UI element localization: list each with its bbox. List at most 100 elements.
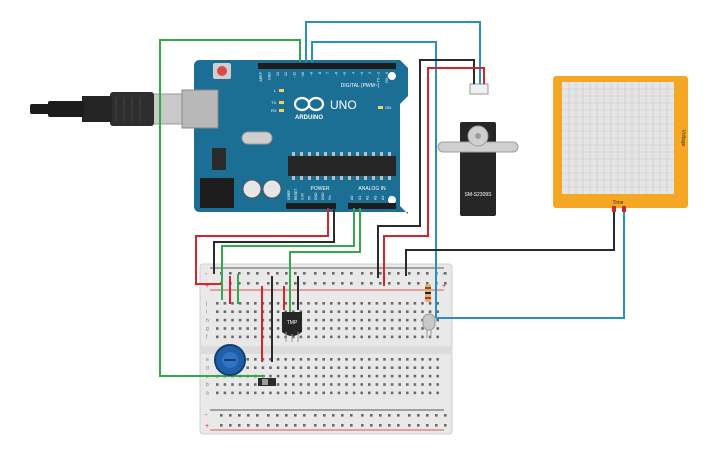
voltage-time-plotter[interactable]: Time Voltage: [553, 76, 688, 212]
analog-header[interactable]: [348, 203, 396, 209]
breadboard-hole[interactable]: [406, 391, 409, 395]
breadboard-hole[interactable]: [398, 302, 401, 305]
breadboard-hole[interactable]: [428, 383, 432, 386]
breadboard-hole[interactable]: [390, 366, 394, 369]
rail-hole[interactable]: [323, 424, 326, 427]
breadboard-hole[interactable]: [322, 310, 325, 313]
breadboard-hole[interactable]: [352, 310, 356, 313]
breadboard-hole[interactable]: [337, 335, 341, 339]
breadboard-hole[interactable]: [246, 358, 249, 361]
breadboard-hole[interactable]: [330, 383, 333, 386]
breadboard-hole[interactable]: [299, 374, 303, 378]
rail-hole[interactable]: [303, 414, 306, 417]
breadboard-hole[interactable]: [261, 391, 265, 395]
breadboard-hole[interactable]: [390, 327, 394, 330]
breadboard-hole[interactable]: [246, 383, 249, 386]
rail-hole[interactable]: [247, 282, 250, 285]
breadboard-hole[interactable]: [406, 366, 409, 369]
breadboard-hole[interactable]: [368, 391, 371, 395]
breadboard-hole[interactable]: [428, 374, 432, 378]
breadboard-hole[interactable]: [292, 383, 295, 386]
breadboard-hole[interactable]: [276, 335, 280, 339]
breadboard-hole[interactable]: [428, 302, 432, 305]
breadboard-hole[interactable]: [261, 366, 265, 369]
breadboard-hole[interactable]: [299, 366, 303, 369]
breadboard-hole[interactable]: [368, 318, 371, 322]
rail-hole[interactable]: [332, 282, 335, 285]
rail-hole[interactable]: [276, 282, 279, 285]
breadboard-hole[interactable]: [299, 335, 303, 339]
breadboard-hole[interactable]: [383, 318, 386, 322]
breadboard-hole[interactable]: [345, 366, 348, 369]
breadboard-hole[interactable]: [284, 383, 287, 386]
rail-hole[interactable]: [247, 272, 250, 275]
breadboard-hole[interactable]: [406, 383, 409, 386]
potentiometer[interactable]: [214, 344, 246, 376]
breadboard-hole[interactable]: [375, 302, 379, 305]
breadboard-hole[interactable]: [254, 302, 257, 305]
rail-hole[interactable]: [397, 414, 400, 417]
rail-hole[interactable]: [388, 282, 391, 285]
breadboard-hole[interactable]: [337, 302, 341, 305]
rail-hole[interactable]: [379, 414, 382, 417]
rail-hole[interactable]: [341, 414, 344, 417]
breadboard-hole[interactable]: [406, 310, 409, 313]
breadboard-hole[interactable]: [352, 327, 356, 330]
breadboard-hole[interactable]: [360, 335, 363, 339]
breadboard-hole[interactable]: [398, 335, 401, 339]
breadboard-hole[interactable]: [292, 358, 295, 361]
rail-hole[interactable]: [350, 282, 353, 285]
breadboard-hole[interactable]: [223, 391, 227, 395]
breadboard-hole[interactable]: [246, 335, 249, 339]
breadboard-hole[interactable]: [383, 374, 386, 378]
rail-hole[interactable]: [267, 282, 270, 285]
rail-hole[interactable]: [276, 414, 279, 417]
breadboard-hole[interactable]: [284, 374, 287, 378]
breadboard-hole[interactable]: [413, 318, 417, 322]
rail-hole[interactable]: [247, 424, 250, 427]
breadboard-hole[interactable]: [360, 318, 363, 322]
rail-hole[interactable]: [370, 272, 373, 275]
breadboard-hole[interactable]: [428, 335, 432, 339]
breadboard-hole[interactable]: [352, 391, 356, 395]
breadboard-hole[interactable]: [352, 318, 356, 322]
rail-hole[interactable]: [314, 282, 317, 285]
breadboard-hole[interactable]: [345, 310, 348, 313]
breadboard-hole[interactable]: [406, 302, 409, 305]
breadboard-hole[interactable]: [269, 327, 272, 330]
breadboard-hole[interactable]: [322, 302, 325, 305]
breadboard-hole[interactable]: [307, 383, 310, 386]
rail-hole[interactable]: [417, 424, 420, 427]
breadboard-hole[interactable]: [231, 327, 234, 330]
breadboard-hole[interactable]: [345, 327, 348, 330]
breadboard-hole[interactable]: [307, 302, 310, 305]
breadboard-hole[interactable]: [383, 327, 386, 330]
breadboard-hole[interactable]: [383, 302, 386, 305]
rail-hole[interactable]: [408, 272, 411, 275]
breadboard-hole[interactable]: [337, 366, 341, 369]
breadboard-hole[interactable]: [406, 318, 409, 322]
breadboard-hole[interactable]: [223, 335, 227, 339]
rail-hole[interactable]: [408, 424, 411, 427]
breadboard-hole[interactable]: [299, 358, 303, 361]
breadboard-hole[interactable]: [269, 335, 272, 339]
breadboard-hole[interactable]: [345, 358, 348, 361]
rail-hole[interactable]: [238, 424, 241, 427]
breadboard-hole[interactable]: [231, 383, 234, 386]
breadboard-hole[interactable]: [292, 335, 295, 339]
rail-hole[interactable]: [341, 282, 344, 285]
breadboard-hole[interactable]: [269, 366, 272, 369]
breadboard-hole[interactable]: [345, 302, 348, 305]
rail-hole[interactable]: [267, 424, 270, 427]
breadboard-hole[interactable]: [246, 310, 249, 313]
breadboard-hole[interactable]: [428, 391, 432, 395]
breadboard-hole[interactable]: [413, 374, 417, 378]
breadboard-hole[interactable]: [299, 302, 303, 305]
breadboard-hole[interactable]: [292, 310, 295, 313]
breadboard-hole[interactable]: [269, 302, 272, 305]
breadboard-hole[interactable]: [421, 366, 424, 369]
rail-hole[interactable]: [247, 414, 250, 417]
breadboard-hole[interactable]: [413, 335, 417, 339]
slide-switch[interactable]: [258, 378, 276, 386]
breadboard-hole[interactable]: [345, 391, 348, 395]
